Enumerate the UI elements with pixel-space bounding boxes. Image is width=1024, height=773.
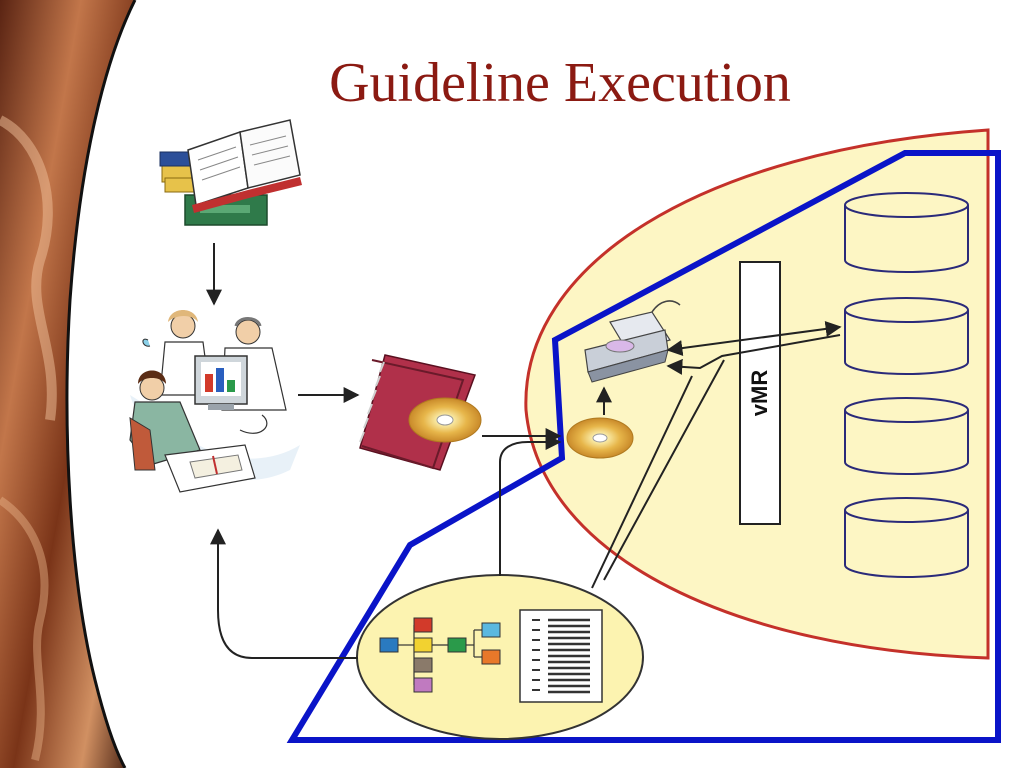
system-boundary (286, 150, 1001, 743)
document-icon (519, 609, 603, 703)
clinicians-at-computer-icon (129, 310, 300, 493)
page-title: Guideline Execution (329, 52, 791, 114)
background-rock-strip (0, 0, 137, 769)
disc-drive-icon (584, 300, 681, 383)
flowchart-icon (379, 617, 501, 693)
database-2 (844, 297, 969, 375)
arrow-database-to-drive (666, 334, 841, 375)
arrow-drive-to-database (666, 320, 842, 357)
database-3 (844, 397, 969, 475)
connector-knowledge-to-drive-b (603, 359, 725, 581)
cd-disc-icon (408, 397, 482, 443)
connector-knowledge-to-drive-a (591, 375, 693, 589)
books-icon (159, 119, 302, 226)
arrow-knowledge-to-disc (499, 434, 562, 576)
database-4 (844, 497, 969, 578)
vmr-label: vMR (747, 370, 772, 417)
vmr-bar (739, 261, 781, 525)
cd-disc-icon-small (566, 417, 634, 459)
arrow-knowledge-to-clinicians (210, 528, 358, 659)
database-1 (844, 192, 969, 273)
